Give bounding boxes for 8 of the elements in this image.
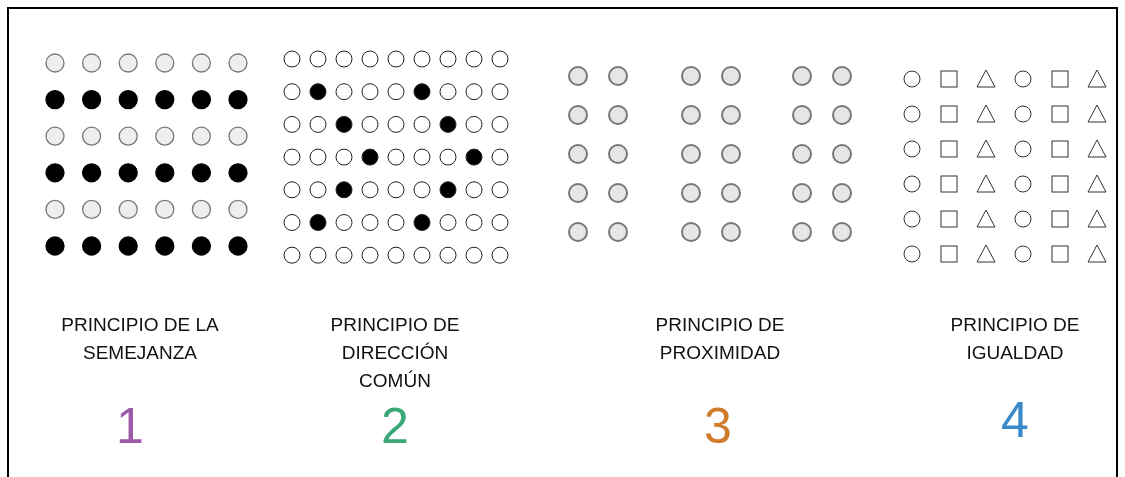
principle-title: PRINCIPIO DE PROXIMIDAD <box>654 313 786 365</box>
principle-number: 2 <box>381 398 409 454</box>
principle-title: PRINCIPIO DE IGUALDAD <box>949 313 1081 365</box>
principle-number: 1 <box>116 398 144 454</box>
principle-title: PRINCIPIO DE LA SEMEJANZA <box>60 313 220 365</box>
principle-number: 4 <box>1001 392 1029 448</box>
principle-title: PRINCIPIO DE DIRECCIÓN COMÚN <box>329 313 461 393</box>
principle-number: 3 <box>704 398 732 454</box>
